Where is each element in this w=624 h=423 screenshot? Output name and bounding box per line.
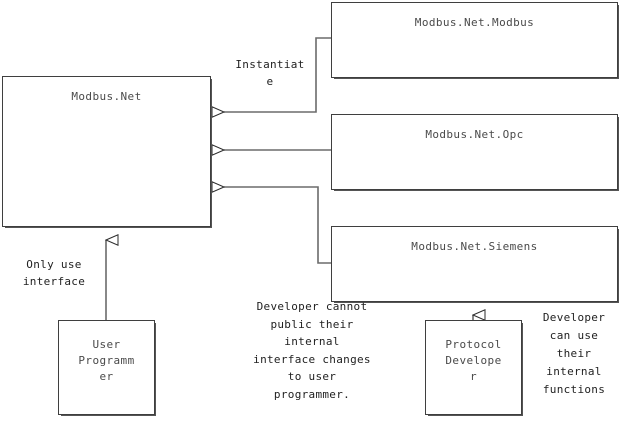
class-box-modbus-net-opc-title: Modbus.Net.Opc	[425, 128, 524, 141]
class-box-modbus-net-siemens-title: Modbus.Net.Siemens	[411, 240, 538, 253]
connector-modbus-to-core	[224, 37, 331, 112]
connector-siemens-to-core	[224, 187, 331, 264]
class-box-modbus-net[interactable]: Modbus.Net	[2, 76, 211, 227]
class-box-user-programmer-title: User Programm er	[78, 338, 135, 383]
label-developer-cannot-public: Developer cannot public their internal i…	[253, 300, 371, 401]
label-only-use-interface: Only use interface	[22, 258, 86, 288]
class-box-protocol-developer-title: Protocol Develope r	[445, 338, 502, 383]
label-developer-can-use: Developer can use their internal functio…	[542, 311, 606, 396]
class-box-modbus-net-modbus-title: Modbus.Net.Modbus	[414, 16, 535, 29]
label-instantiate: Instantiat e	[235, 58, 305, 88]
class-box-modbus-net-modbus[interactable]: Modbus.Net.Modbus	[331, 2, 618, 78]
class-box-protocol-developer[interactable]: Protocol Develope r	[425, 320, 522, 415]
class-box-user-programmer[interactable]: User Programm er	[58, 320, 155, 415]
class-box-modbus-net-opc[interactable]: Modbus.Net.Opc	[331, 114, 618, 190]
class-box-modbus-net-title: Modbus.Net	[71, 90, 142, 103]
class-box-modbus-net-siemens[interactable]: Modbus.Net.Siemens	[331, 226, 618, 302]
